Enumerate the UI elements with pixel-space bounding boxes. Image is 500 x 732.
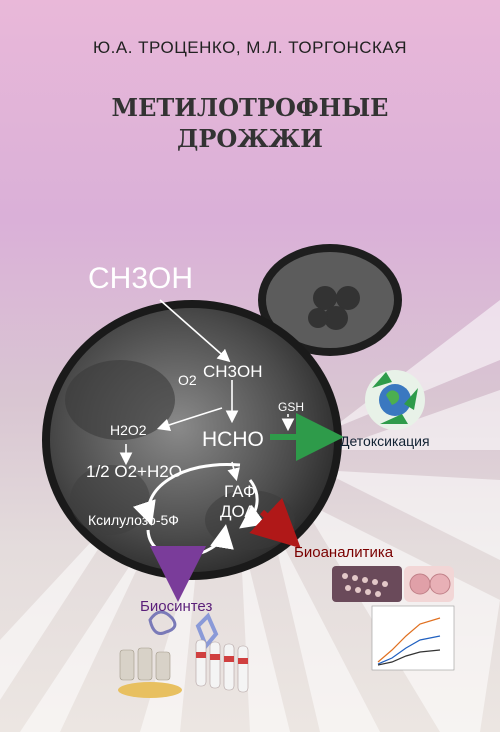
- yeast-bud: [258, 244, 402, 356]
- methanol-outside-label: CH3OH: [88, 262, 194, 295]
- bioanalytics-label: Биоаналитика: [294, 544, 394, 561]
- hydrogen-peroxide-label: H2O2: [110, 422, 147, 438]
- gap-label: ГАФ: [224, 482, 256, 501]
- recycle-globe-icon: [365, 370, 425, 430]
- book-title: МЕТИЛОТРОФНЫЕ ДРОЖЖИ: [0, 92, 500, 154]
- title-line-2: ДРОЖЖИ: [177, 124, 323, 153]
- oxygen-label: O2: [178, 372, 197, 388]
- methanol-inside-label: CH3OH: [203, 362, 263, 381]
- xylulose-label: Ксилулозо-5Ф: [88, 512, 179, 528]
- decomposition-label: 1/2 O2+H2O: [86, 462, 182, 481]
- gsh-label: GSH: [278, 400, 305, 414]
- formaldehyde-label: HCHO: [202, 428, 264, 451]
- detox-label: Детоксикация: [340, 433, 430, 449]
- biosynthesis-label: Биосинтез: [140, 598, 213, 615]
- bioanalytics-images: [332, 566, 455, 671]
- title-line-1: МЕТИЛОТРОФНЫЕ: [111, 93, 389, 122]
- biosynthesis-images: [118, 610, 249, 698]
- book-authors: Ю.А. ТРОЦЕНКО, М.Л. ТОРГОНСКАЯ: [92, 38, 408, 57]
- doa-label: ДОА: [220, 502, 256, 521]
